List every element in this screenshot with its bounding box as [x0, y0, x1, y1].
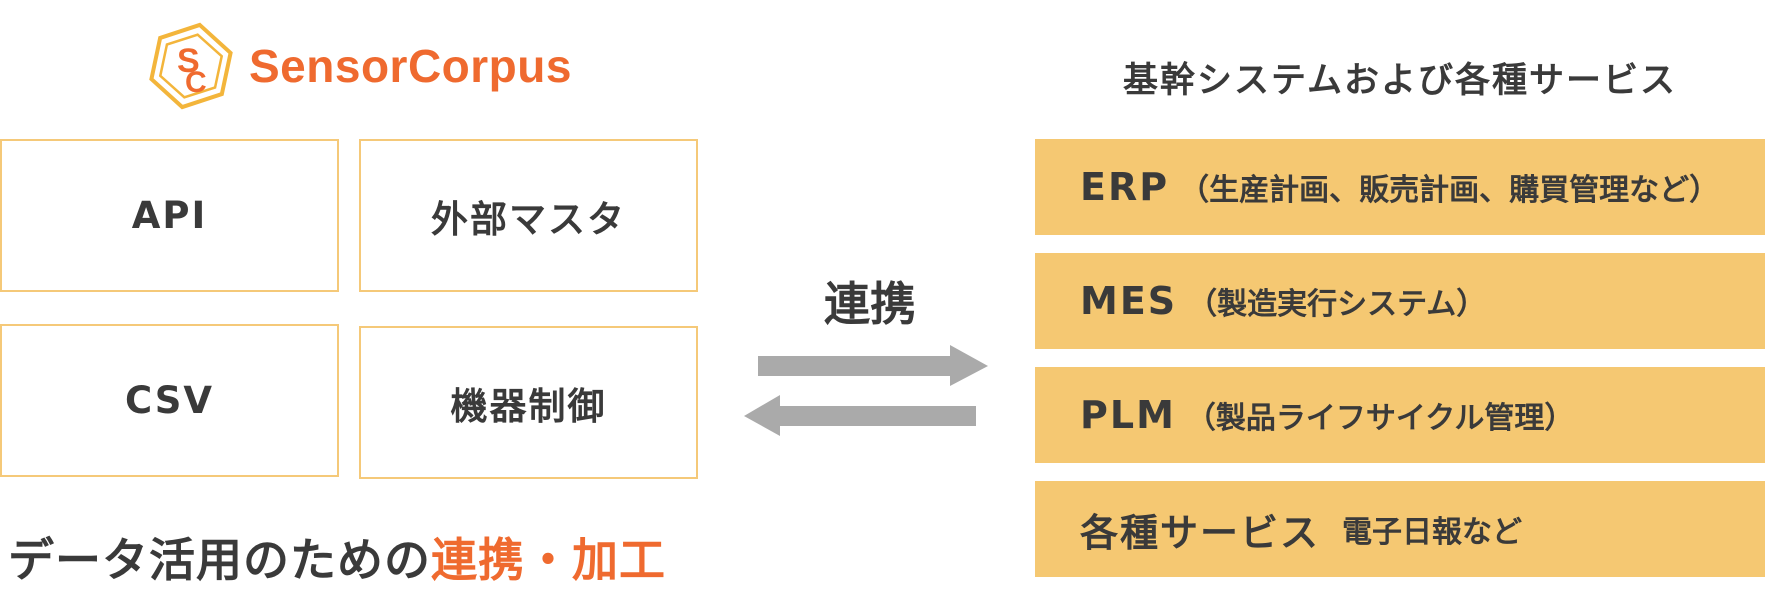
link-label: 連携 — [824, 277, 916, 331]
sensorcorpus-logo: S C SensorCorpus — [145, 20, 572, 112]
caption: データ活用のための連携・加工 — [8, 524, 666, 590]
system-desc: （製造実行システム） — [1187, 287, 1487, 322]
system-name: PLM — [1080, 393, 1176, 437]
feature-box-csv: CSV — [0, 324, 339, 477]
system-plm: PLM （製品ライフサイクル管理） — [1035, 367, 1765, 463]
svg-text:C: C — [185, 66, 207, 99]
system-desc: 電子日報など — [1342, 515, 1523, 550]
caption-accent: 連携・加工 — [431, 533, 666, 587]
feature-label: 外部マスタ — [431, 197, 626, 241]
logo-text: SensorCorpus — [249, 40, 572, 92]
system-services: 各種サービス 電子日報など — [1035, 481, 1765, 577]
system-name: MES — [1080, 279, 1178, 323]
system-erp: ERP （生産計画、販売計画、購買管理など） — [1035, 139, 1765, 235]
arrow-left-icon — [744, 395, 976, 436]
feature-box-external-master: 外部マスタ — [359, 139, 698, 292]
arrow-right-icon — [758, 345, 988, 386]
system-desc: （製品ライフサイクル管理） — [1185, 401, 1575, 436]
system-name: ERP — [1080, 165, 1170, 209]
system-desc: （生産計画、販売計画、購買管理など） — [1179, 173, 1720, 208]
sensorcorpus-hexagon-icon: S C — [149, 22, 233, 110]
system-mes: MES （製造実行システム） — [1035, 253, 1765, 349]
feature-label: API — [131, 194, 208, 237]
feature-label: 機器制御 — [450, 384, 607, 428]
systems-title: 基幹システムおよび各種サービス — [1123, 61, 1677, 101]
caption-prefix: データ活用のための — [8, 533, 431, 587]
feature-label: CSV — [124, 379, 215, 422]
feature-box-api: API — [0, 139, 339, 292]
bidirectional-arrows-icon — [744, 345, 988, 436]
svg-text:S: S — [177, 42, 200, 80]
system-name: 各種サービス — [1080, 510, 1321, 555]
feature-box-device-control: 機器制御 — [359, 326, 698, 479]
